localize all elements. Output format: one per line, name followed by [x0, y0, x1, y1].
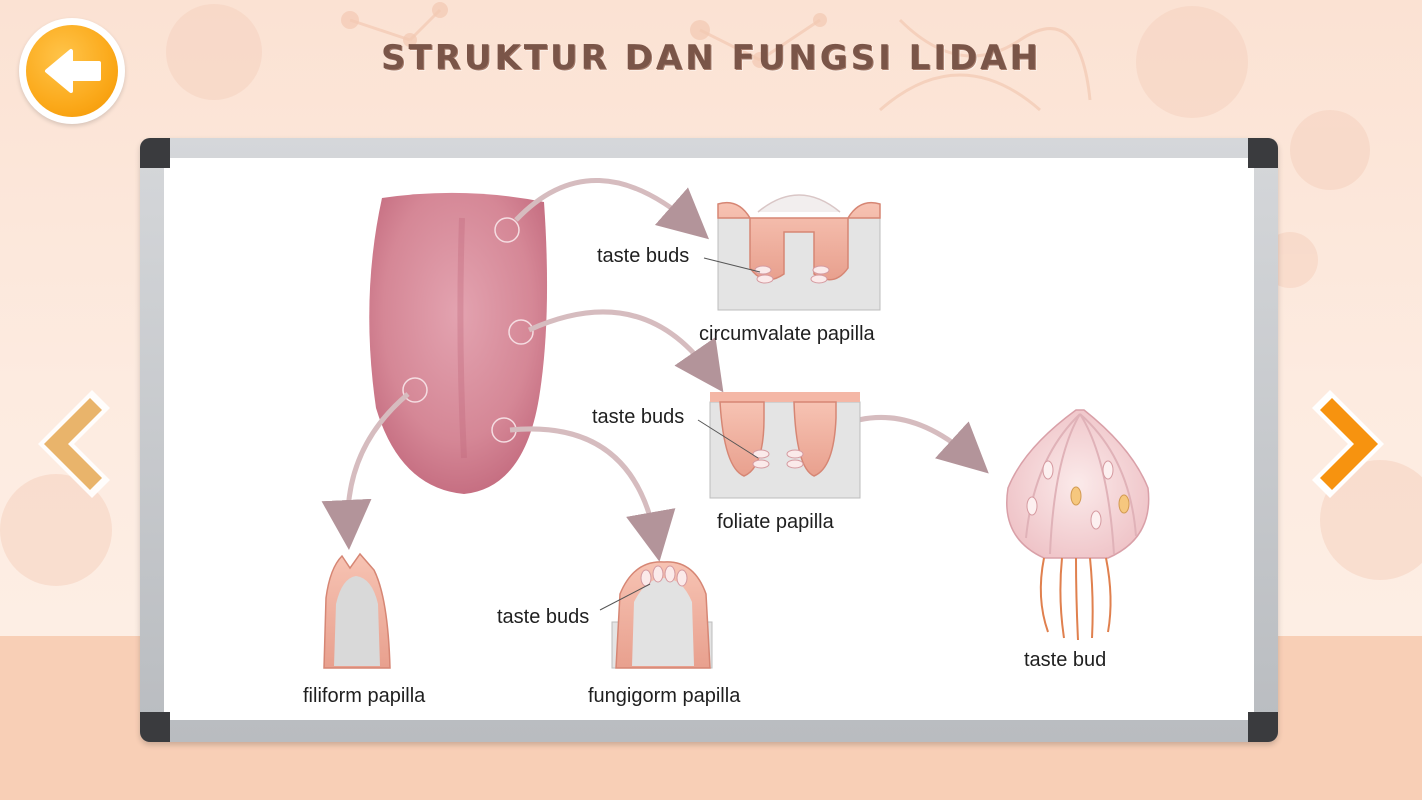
- label-foliate-papilla: foliate papilla: [717, 511, 835, 533]
- prev-slide-button[interactable]: [30, 384, 116, 504]
- frame-corner: [1248, 138, 1278, 168]
- frame-corner: [140, 138, 170, 168]
- label-circumvalate-papilla: circumvalate papilla: [699, 323, 876, 345]
- chevron-right-icon: [1312, 390, 1384, 498]
- label-fungiform-papilla: fungigorm papilla: [588, 685, 741, 707]
- frame-corner: [1248, 712, 1278, 742]
- label-taste-bud: taste bud: [1024, 649, 1106, 671]
- next-slide-button[interactable]: [1306, 384, 1392, 504]
- filiform-papilla-illustration: [323, 552, 391, 669]
- circumvalate-papilla-illustration: [703, 194, 881, 311]
- back-button[interactable]: [19, 18, 125, 124]
- arrow-left-icon: [45, 49, 101, 93]
- background-decoration: [0, 2, 1422, 586]
- label-taste-buds-foliate: taste buds: [592, 406, 684, 428]
- frame-corner: [140, 712, 170, 742]
- fungiform-papilla-illustration: [599, 561, 713, 669]
- chevron-left-icon: [38, 390, 110, 498]
- label-filiform-papilla: filiform papilla: [303, 685, 426, 707]
- tongue-diagram: taste buds circumvalate papilla taste bu…: [303, 177, 1150, 707]
- foliate-papilla-illustration: [697, 392, 861, 499]
- label-taste-buds-fungiform: taste buds: [497, 606, 589, 628]
- tongue-illustration: [369, 192, 548, 494]
- page-title: STRUKTUR DAN FUNGSI LIDAH: [381, 38, 1041, 78]
- label-taste-buds-circumvalate: taste buds: [597, 245, 689, 267]
- taste-bud-illustration: [1006, 409, 1150, 641]
